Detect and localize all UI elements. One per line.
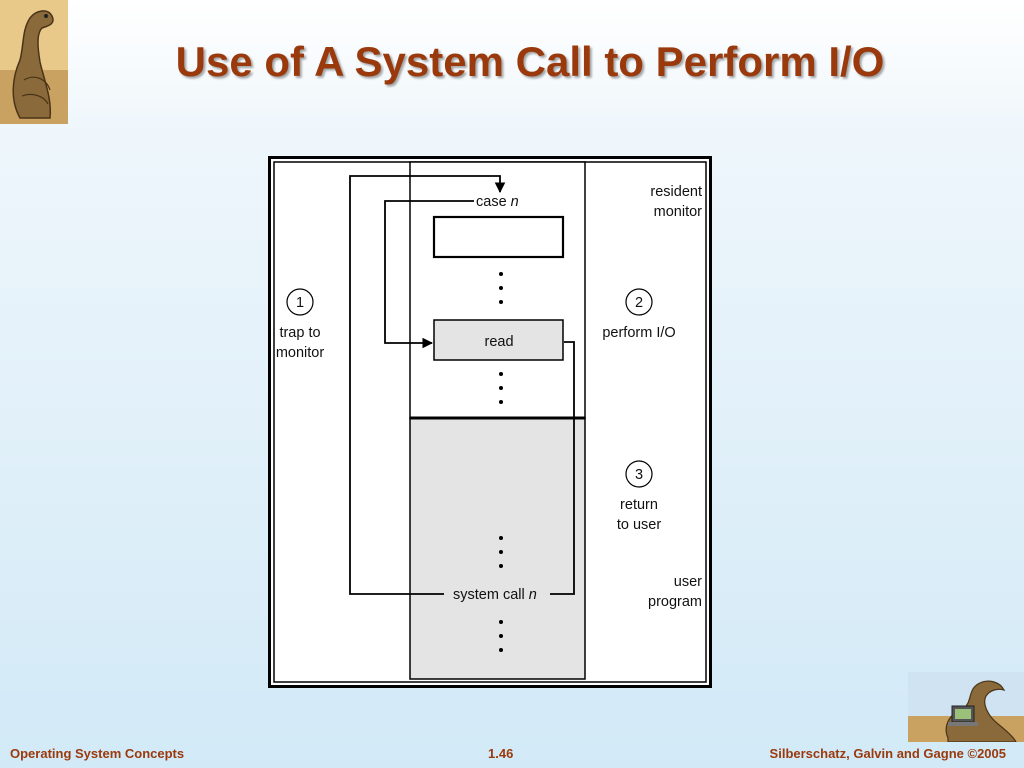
svg-text:2: 2	[635, 295, 643, 311]
footer-slide-number: 1.46	[488, 746, 514, 761]
resident-label-2: monitor	[654, 204, 703, 220]
user-program-label-1: user	[674, 574, 702, 590]
svg-text:return: return	[620, 497, 658, 513]
monitor-entry-box	[432, 215, 565, 259]
svg-text:trap to: trap to	[279, 325, 320, 341]
trap-arrow	[349, 175, 506, 595]
svg-text:3: 3	[635, 467, 643, 483]
svg-text:case n: case n	[476, 194, 519, 210]
ellipsis-dots	[499, 272, 503, 652]
svg-text:monitor: monitor	[276, 345, 325, 361]
dinosaur-laptop-logo-icon	[908, 672, 1024, 742]
step-1-circle	[286, 288, 314, 316]
svg-text:to user: to user	[617, 517, 661, 533]
dinosaur-logo-icon	[0, 0, 68, 124]
dispatch-arrow	[384, 200, 474, 349]
svg-text:perform I/O: perform I/O	[602, 325, 675, 341]
step-2-circle	[625, 288, 653, 316]
user-program-region	[409, 417, 586, 680]
step-3-circle	[625, 460, 653, 488]
read-label: read	[484, 334, 513, 350]
user-program-label-2: program	[648, 594, 702, 610]
system-call-diagram: case n read system call n resident monit…	[268, 156, 712, 688]
footer-copyright: Silberschatz, Galvin and Gagne ©2005	[769, 746, 1006, 761]
slide-title: Use of A System Call to Perform I/O	[175, 38, 885, 85]
resident-monitor-region	[409, 161, 586, 419]
svg-text:system call n: system call n	[453, 587, 537, 603]
footer-course-name: Operating System Concepts	[10, 746, 185, 761]
return-line	[550, 341, 575, 595]
resident-label-1: resident	[650, 184, 702, 200]
svg-text:1: 1	[296, 295, 304, 311]
read-box	[433, 319, 564, 361]
